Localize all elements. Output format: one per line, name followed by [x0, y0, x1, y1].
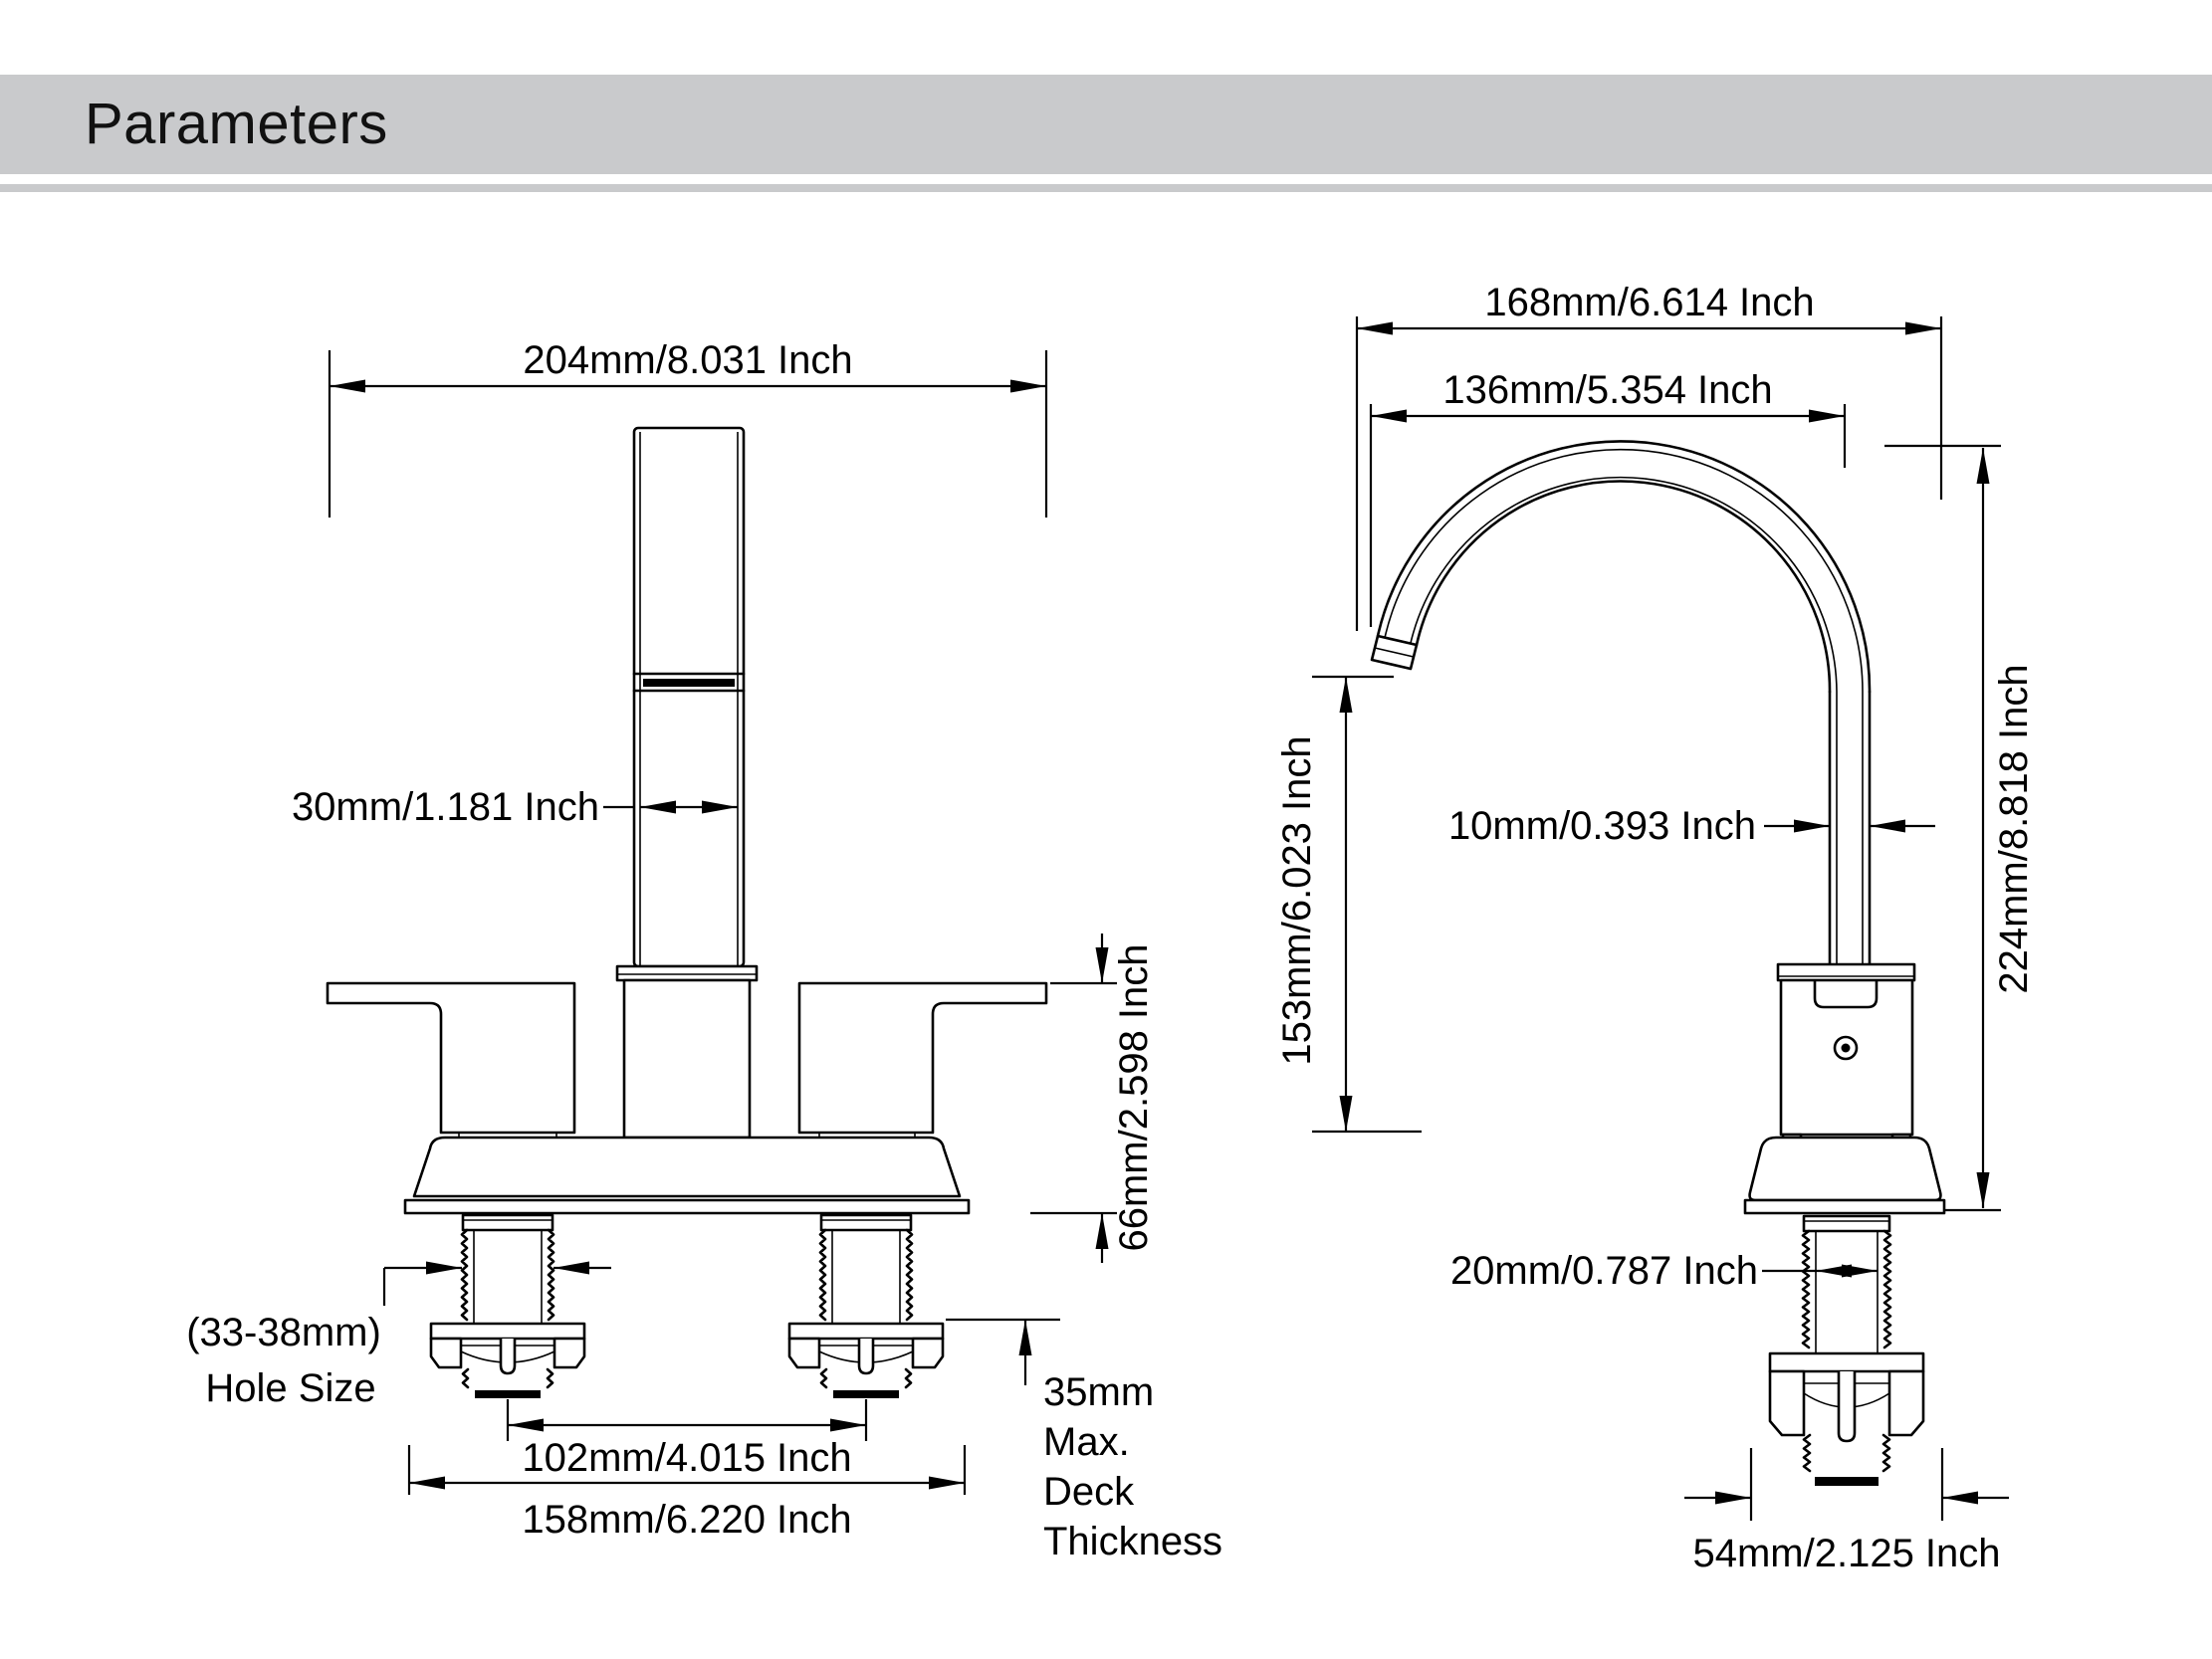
- dim-overall-height: 224mm/8.818 Inch: [1884, 444, 2036, 1212]
- dim-base-width: 158mm/6.220 Inch: [407, 1445, 967, 1542]
- side-base-body: [1776, 962, 1916, 1141]
- deck-thickness-line3: Deck: [1043, 1470, 1135, 1514]
- front-base-width-label: 158mm/6.220 Inch: [522, 1498, 851, 1542]
- dim-spout-column-width: 30mm/1.181 Inch: [292, 785, 738, 829]
- side-overall-height-label: 224mm/8.818 Inch: [1992, 664, 2036, 993]
- front-view: 204mm/8.031 Inch 30mm/1.181 Inch 66mm/2.…: [186, 338, 1222, 1563]
- left-handle: [326, 981, 576, 1139]
- dim-tube-diameter: 10mm/0.393 Inch: [1448, 804, 1935, 848]
- front-base: [615, 964, 759, 1140]
- side-shank-diameter-label: 20mm/0.787 Inch: [1450, 1249, 1758, 1293]
- dim-base-bottom-width: 54mm/2.125 Inch: [1684, 1448, 2009, 1575]
- front-spout-width-label: 30mm/1.181 Inch: [292, 785, 599, 829]
- spout-joint-band: [632, 672, 746, 693]
- dim-shank-diameter: 20mm/0.787 Inch: [1450, 1249, 1878, 1293]
- hole-size-label-line2: Hole Size: [205, 1366, 375, 1410]
- hole-size-label-line1: (33-38mm): [186, 1311, 381, 1354]
- front-deck-plate: [403, 1136, 971, 1215]
- deck-thickness-line2: Max.: [1043, 1420, 1130, 1464]
- side-view: 168mm/6.614 Inch 136mm/5.354 Inch 153mm/…: [1275, 281, 2036, 1575]
- side-escutcheon: [1743, 1136, 1946, 1215]
- side-gooseneck-spout: [1370, 440, 1872, 966]
- front-overall-width-label: 204mm/8.031 Inch: [523, 338, 852, 382]
- side-outlet-height-label: 153mm/6.023 Inch: [1275, 735, 1319, 1065]
- page-title: Parameters: [85, 92, 388, 156]
- annotation-deck-thickness: 35mm Max. Deck Thickness: [946, 1318, 1222, 1563]
- side-spout-reach-label: 136mm/5.354 Inch: [1442, 368, 1772, 412]
- front-hole-spacing-label: 102mm/4.015 Inch: [522, 1436, 851, 1480]
- side-base-width-label: 54mm/2.125 Inch: [1692, 1532, 2000, 1575]
- front-left-shank: [429, 1213, 586, 1398]
- right-handle: [797, 981, 1048, 1139]
- dim-spout-reach: 136mm/5.354 Inch: [1369, 368, 1847, 627]
- side-shank: [1768, 1214, 1925, 1486]
- header-band: Parameters: [0, 75, 2212, 174]
- dim-overall-depth: 168mm/6.614 Inch: [1355, 281, 1943, 631]
- front-right-shank: [787, 1213, 945, 1398]
- front-handle-height-label: 66mm/2.598 Inch: [1112, 943, 1156, 1251]
- side-tube-diameter-label: 10mm/0.393 Inch: [1448, 804, 1756, 848]
- deck-thickness-line4: Thickness: [1043, 1520, 1222, 1563]
- header-divider: [0, 184, 2212, 192]
- annotation-hole-size: (33-38mm) Hole Size: [186, 1261, 611, 1410]
- dim-handle-height: 66mm/2.598 Inch: [1030, 933, 1156, 1263]
- side-overall-depth-label: 168mm/6.614 Inch: [1484, 281, 1814, 324]
- dim-hole-spacing: 102mm/4.015 Inch: [506, 1399, 868, 1480]
- dim-spout-outlet-height: 153mm/6.023 Inch: [1275, 675, 1422, 1134]
- deck-thickness-line1: 35mm: [1043, 1370, 1154, 1414]
- front-spout-column: [632, 426, 746, 968]
- dim-overall-width: 204mm/8.031 Inch: [328, 338, 1048, 518]
- set-screw-icon: [1833, 1035, 1859, 1061]
